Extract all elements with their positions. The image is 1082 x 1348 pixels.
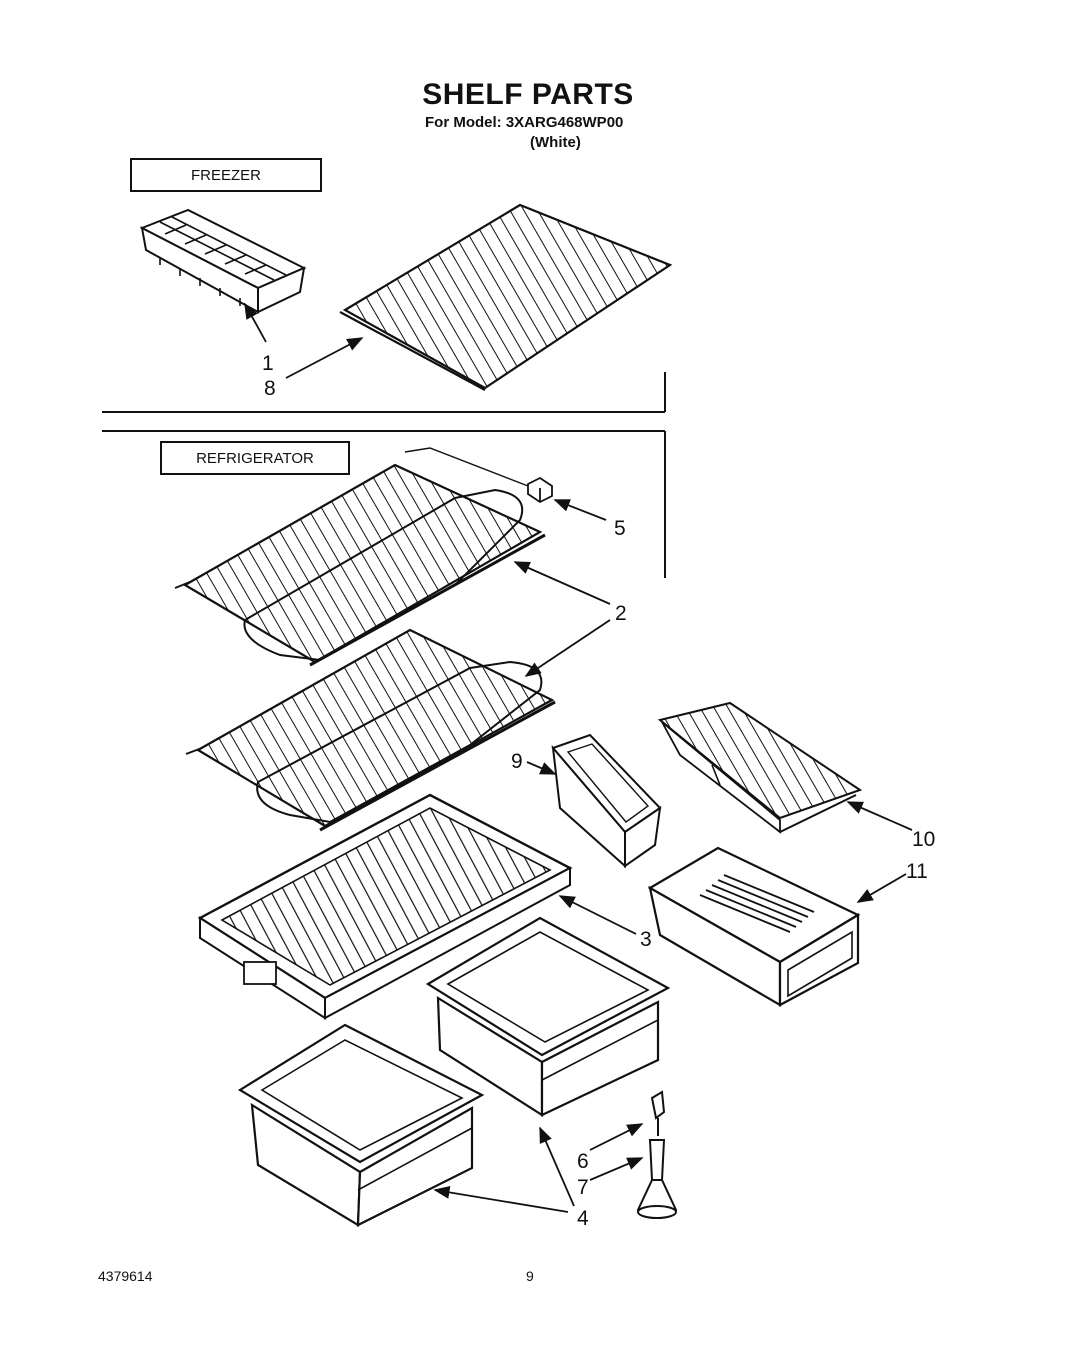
freezer-wire-shelf-part: [339, 203, 673, 391]
callout-4: 4: [577, 1207, 589, 1230]
callout-11: 11: [906, 860, 928, 883]
meat-pan-part: [647, 846, 861, 1007]
leader-lines: [244, 302, 913, 1213]
callout-3: 3: [640, 928, 652, 951]
ice-tray-part: [139, 208, 307, 314]
refrigerator-section-label: REFRIGERATOR: [160, 441, 350, 475]
upper-wire-shelf-part: [174, 463, 546, 667]
callout-6: 6: [577, 1150, 589, 1173]
callout-9: 9: [511, 750, 523, 773]
shelf-stop-part: [404, 447, 553, 504]
model-line: For Model: 3XARG468WP00: [425, 114, 624, 131]
lower-crisper-drawer-part: [237, 1023, 485, 1227]
callout-1: 1: [262, 352, 274, 375]
callout-8: 8: [264, 377, 276, 400]
leveling-leg-part: [636, 1090, 678, 1219]
small-bin-part: [551, 733, 662, 869]
page-title: SHELF PARTS: [422, 78, 634, 111]
section-dividers: [102, 372, 666, 578]
callout-10: 10: [912, 828, 935, 851]
callout-5: 5: [614, 517, 626, 540]
callout-labels: 1 8 5 2 9 10 11 3 6 7 4: [262, 352, 935, 1230]
small-shelf-part: [657, 701, 863, 834]
callout-7: 7: [577, 1176, 589, 1199]
lower-wire-shelf-part: [185, 628, 556, 832]
upper-crisper-drawer-part: [425, 916, 671, 1118]
color-line: (White): [530, 134, 581, 151]
freezer-section-label: FREEZER: [130, 158, 322, 192]
crisper-cover-part: [197, 793, 573, 1020]
footer-page-number: 9: [526, 1268, 534, 1284]
footer-part-number: 4379614: [98, 1268, 153, 1284]
callout-2: 2: [615, 602, 627, 625]
